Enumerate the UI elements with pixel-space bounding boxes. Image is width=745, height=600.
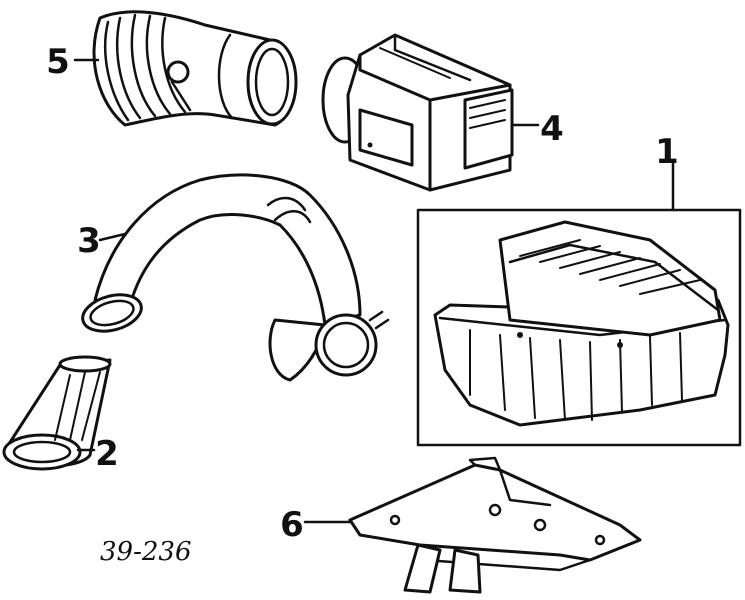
part-1-air-cleaner-assembly	[416, 208, 742, 447]
callout-1: 1	[655, 132, 679, 172]
part-4-air-flow-meter	[321, 33, 514, 192]
callout-6: 6	[280, 505, 304, 545]
part-6-mounting-bracket	[348, 456, 642, 594]
callout-2: 2	[95, 434, 119, 474]
part-2-duct-adapter	[2, 355, 112, 471]
leader-lines	[73, 58, 675, 524]
part-5-intake-boot	[92, 10, 298, 127]
callout-4: 4	[540, 109, 564, 149]
callout-3: 3	[77, 221, 101, 261]
leader-3	[98, 232, 127, 242]
part-3-air-duct	[81, 173, 390, 382]
callout-5: 5	[46, 42, 70, 82]
part-1-frame	[416, 208, 742, 447]
figure-code: 39-236	[100, 537, 192, 567]
